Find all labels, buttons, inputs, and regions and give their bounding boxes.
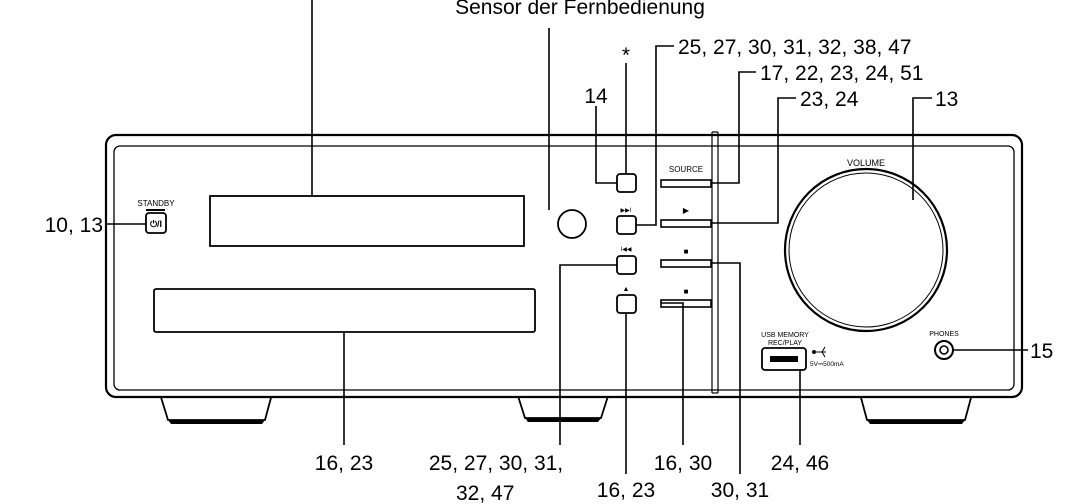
callout-button-14: 14 [584, 85, 608, 108]
volume-label: VOLUME [847, 158, 885, 168]
stop-icon-lower: ■ [684, 287, 689, 296]
play-button[interactable] [660, 219, 712, 228]
eject-icon: ▲ [623, 286, 630, 293]
usb-label-line2: REC/PLAY [768, 340, 802, 347]
device-front-face [113, 145, 1015, 391]
callout-skip-prev-line2: 32, 47 [456, 482, 514, 504]
remote-sensor [557, 209, 587, 239]
leader-stop-lower [661, 302, 684, 445]
standby-label: STANDBY [137, 199, 175, 208]
button-14[interactable] [616, 173, 637, 193]
skip-next-button[interactable] [616, 215, 637, 235]
usb-label-line1: USB MEMORY [761, 332, 809, 339]
leader-play [711, 97, 796, 224]
callout-asterisk: * [622, 44, 630, 67]
callout-eject: 16, 23 [597, 479, 655, 502]
leader-volume [912, 97, 932, 200]
callout-standby: 10, 13 [45, 214, 103, 237]
display-window [209, 195, 525, 247]
phones-label: PHONES [929, 331, 959, 338]
callout-disc-tray: 16, 23 [315, 452, 373, 475]
foot-center [516, 395, 610, 419]
disc-tray[interactable] [153, 288, 536, 333]
callout-skip-prev-line1: 25, 27, 30, 31, [429, 452, 563, 475]
play-icon: ▶ [683, 206, 690, 215]
leader-source [711, 71, 756, 184]
callout-source: 17, 22, 23, 24, 51 [760, 62, 923, 85]
usb-rating: 5V⎓500mA [810, 361, 844, 368]
callout-stop-lower: 16, 30 [654, 452, 712, 475]
usb-icon [812, 350, 816, 354]
skip-next-icon: ▶▶I [621, 208, 632, 214]
leader-skip-prev [559, 264, 617, 445]
power-icon: ⏻/I [150, 219, 162, 229]
skip-prev-icon: I◀◀ [621, 247, 632, 253]
source-label: SOURCE [669, 165, 703, 174]
source-button[interactable] [660, 179, 712, 188]
stop-icon-upper: ■ [684, 247, 689, 256]
callout-play: 23, 24 [800, 88, 859, 111]
callout-skip-next: 25, 27, 30, 31, 32, 38, 47 [678, 36, 912, 59]
callout-remote-sensor: Sensor der Fernbedienung [455, 0, 705, 19]
volume-knob[interactable] [783, 167, 949, 333]
leader-button-14 [595, 106, 617, 184]
skip-prev-button[interactable] [616, 255, 637, 275]
callout-volume: 13 [935, 88, 958, 111]
leader-stop-upper [711, 262, 741, 474]
stop-button-upper[interactable] [660, 259, 712, 268]
leader-skip-next [636, 45, 674, 226]
callout-phones: 15 [1030, 340, 1053, 363]
eject-button[interactable] [616, 294, 637, 314]
callout-usb: 24, 46 [771, 452, 829, 475]
callout-stop-upper: 30, 31 [711, 479, 769, 502]
standby-button[interactable] [145, 212, 167, 234]
